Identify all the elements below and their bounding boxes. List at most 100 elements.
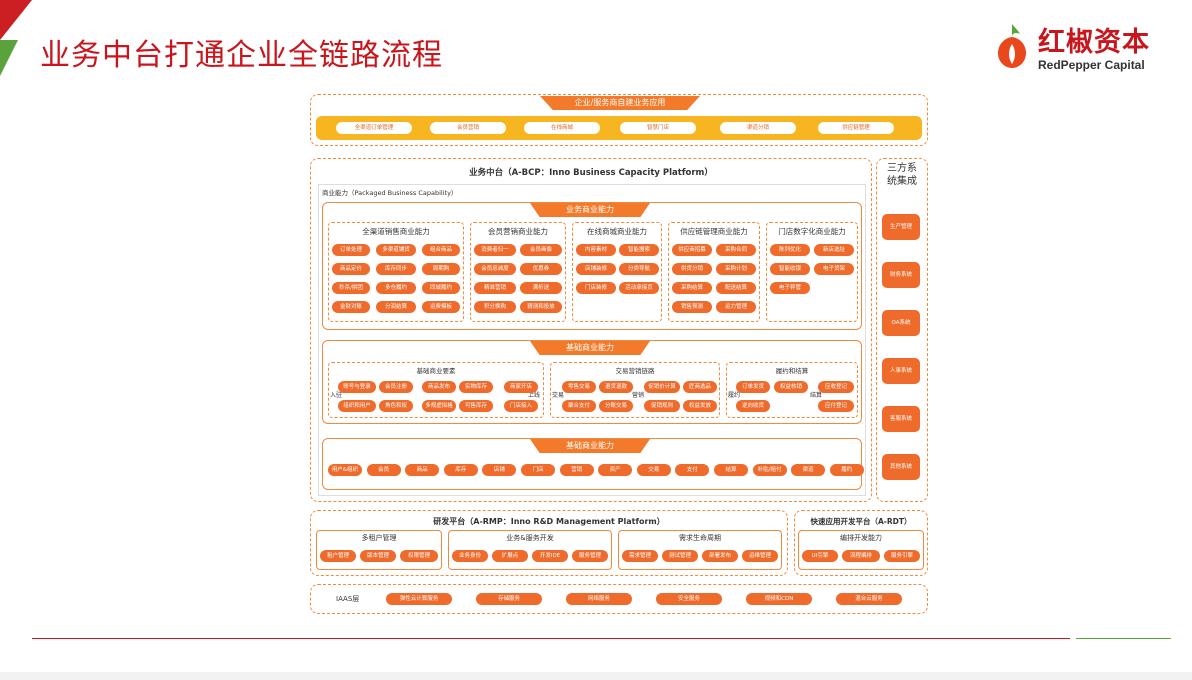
- base-item: 匠商选品: [683, 381, 717, 393]
- base-item: 会员注册: [379, 381, 413, 393]
- side-label: 交易: [552, 392, 565, 399]
- side-label: 入驻: [330, 392, 343, 399]
- capability-item: 满折送: [520, 282, 562, 294]
- corner-green-decoration: [0, 40, 18, 76]
- base-group-title: 基础商业要素: [416, 367, 456, 375]
- iaas-item: 安全服务: [656, 593, 722, 605]
- capability-item: 智能收银: [770, 263, 810, 275]
- side-label: 结算: [810, 392, 823, 399]
- rmp-group-title: 多租户管理: [361, 534, 397, 542]
- base-item: 权益核销: [774, 381, 808, 393]
- rmp-group: [316, 530, 442, 570]
- rmp-item: 测试管理: [662, 550, 698, 562]
- base-group: [726, 362, 858, 418]
- base-item: 实物库存: [459, 381, 493, 393]
- biz-capability-box: [322, 202, 862, 330]
- pbc-label: 商业能力（Packaged Business Capability）: [322, 189, 458, 197]
- rmp-item: 开发IDE: [532, 550, 568, 562]
- footer-divider-red: [32, 638, 1070, 639]
- capability-item: 采购结算: [672, 282, 712, 294]
- iaas-item: 存储服务: [476, 593, 542, 605]
- rmp-group-title: 业务&服务开发: [506, 534, 554, 542]
- capability-item: 订单处理: [332, 244, 370, 256]
- rmp-item: 运维管理: [742, 550, 778, 562]
- base-capability-title: 基础商业能力: [530, 341, 650, 355]
- capability-item: 内容素材: [576, 244, 616, 256]
- base-item: 应付登记: [818, 400, 854, 412]
- architecture-diagram: 企业/服务商自建业务应用 全渠道订单管理 会员营销 在线商城 智慧门店 渠道分销…: [310, 92, 930, 616]
- rmp-item: 部署发布: [702, 550, 738, 562]
- base-item: 聚合支付: [562, 400, 596, 412]
- apps-title: 企业/服务商自建业务应用: [540, 96, 700, 110]
- company-logo: 红椒资本 RedPepper Capital: [990, 20, 1180, 72]
- base-item: 应收登记: [818, 381, 854, 393]
- capability-item: 秒杀/拼团: [332, 282, 370, 294]
- capability-item: 周期购: [422, 263, 460, 275]
- capability-item: 销售预测: [672, 301, 712, 313]
- rmp-title: 研发平台（A-RMP：Inno R&D Management Platform）: [433, 517, 665, 526]
- third-party-item: 人事系统: [882, 358, 920, 384]
- pepper-logo-icon: [998, 24, 1026, 68]
- iaas-label: IAAS层: [336, 595, 360, 603]
- capability-item: 运力管理: [716, 301, 756, 313]
- base-group: [550, 362, 720, 418]
- capability-item: 采购合同: [716, 244, 756, 256]
- base-item: 商家开店: [504, 381, 538, 393]
- third-party-title: 三方系统集成: [887, 163, 917, 187]
- group-title: 全渠道销售商业能力: [362, 227, 430, 236]
- side-label: 上线: [528, 392, 541, 399]
- core-capability-item: 用户&组织: [328, 464, 362, 476]
- footer-bar: [0, 672, 1192, 680]
- capability-item: 组合商品: [422, 244, 460, 256]
- iaas-item: 弹性云计算服务: [386, 593, 452, 605]
- bcp-layer: [310, 158, 872, 502]
- side-label: 履约: [728, 392, 741, 399]
- core-capability-item: 门店: [521, 464, 555, 476]
- capability-group: [328, 222, 464, 322]
- rdt-group: [798, 530, 924, 570]
- core-capability-item: 渠道: [791, 464, 826, 476]
- core-capability-item: 营销: [559, 464, 594, 476]
- third-party-item: 其他系统: [882, 454, 920, 480]
- rmp-item: 版本管理: [360, 550, 396, 562]
- biz-capability-title: 业务商业能力: [530, 203, 650, 217]
- group-title: 会员营销商业能力: [488, 227, 548, 236]
- capability-group: [470, 222, 566, 322]
- base-item: 权益发放: [683, 400, 717, 412]
- third-party-item: 财务系统: [882, 262, 920, 288]
- base-item: 退货退款: [599, 381, 633, 393]
- capability-item: 电子货架: [814, 263, 854, 275]
- app-item: 渠道分销: [720, 122, 796, 134]
- core-capability-item: 资产: [598, 464, 633, 476]
- app-item: 全渠道订单管理: [336, 122, 412, 134]
- rmp-item: 需求管理: [622, 550, 658, 562]
- base-item: 分账交易: [599, 400, 633, 412]
- bcp-title: 业务中台（A-BCP：Inno Business Capacity Platfo…: [469, 168, 713, 178]
- third-party-layer: [876, 158, 928, 502]
- base-group-title: 交易营销链路: [615, 367, 655, 375]
- base-item: 账号与登录: [338, 381, 376, 393]
- capability-item: 配送结算: [716, 282, 756, 294]
- core-capability-item: 店铺: [482, 464, 517, 476]
- base-item: 促销价计算: [644, 381, 680, 393]
- base-item: 促销规则: [644, 400, 680, 412]
- capability-item: 供货分销: [672, 263, 712, 275]
- base-item: 逆向收货: [736, 400, 770, 412]
- capability-item: 陈列优化: [770, 244, 810, 256]
- capability-item: 采购计划: [716, 263, 756, 275]
- rmp-item: 权限管理: [400, 550, 438, 562]
- capability-item: 多渠道铺货: [376, 244, 416, 256]
- rdt-group-title: 编排开发能力: [840, 534, 882, 542]
- capability-item: 电子秤管: [770, 282, 810, 294]
- side-label: 营销: [632, 392, 645, 399]
- third-party-item: 客服系统: [882, 406, 920, 432]
- base-capability-box: [322, 340, 862, 424]
- page-title: 业务中台打通企业全链路流程: [40, 38, 443, 73]
- core-capability-item: 结算: [714, 464, 748, 476]
- capability-item: 同城履约: [422, 282, 460, 294]
- capability-item: 多仓履约: [376, 282, 416, 294]
- rmp-group: [618, 530, 782, 570]
- rdt-title: 快速应用开发平台（A-RDT）: [810, 517, 912, 526]
- capability-group: [668, 222, 760, 322]
